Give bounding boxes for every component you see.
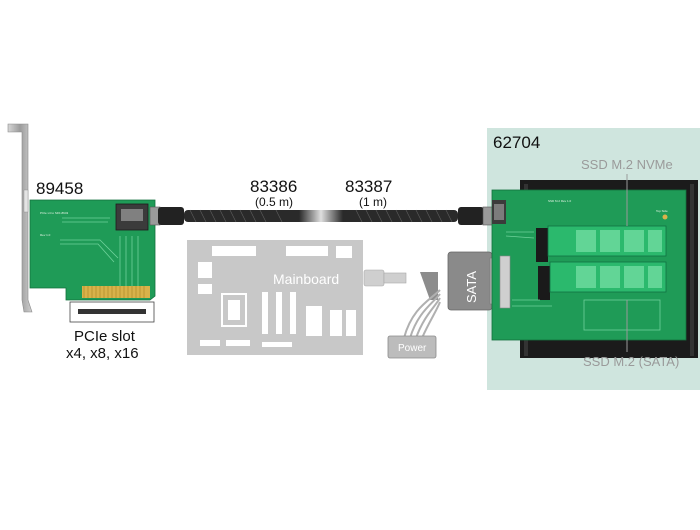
svg-text:PCIe x4 to SFF-8643: PCIe x4 to SFF-8643 (40, 211, 69, 215)
label-enclosure: 62704 (493, 133, 540, 152)
cable-plug-left (158, 207, 184, 225)
ssd-enclosure: SSD M.2 Rev 1.0 Top Side (491, 180, 698, 358)
pcie-bracket (7, 123, 33, 313)
power-splitter: Power (387, 272, 441, 359)
power-connector (387, 335, 437, 359)
mainboard-cable-stub (363, 269, 407, 287)
sata-ssd-module (549, 261, 667, 293)
mainboard-label: Mainboard (273, 271, 339, 287)
label-ssd-nvme: SSD M.2 NVMe (581, 157, 673, 172)
sff-cable (149, 206, 498, 226)
label-cable-short: 83386 (250, 177, 297, 196)
cable-plug-right (458, 207, 484, 225)
cable-braid (184, 210, 458, 222)
pcie-adapter-card: PCIe x4 to SFF-8643 Rev 1.0 (7, 123, 156, 323)
label-ssd-sata: SSD M.2 (SATA) (583, 354, 679, 369)
nvme-ssd-module (547, 225, 667, 257)
label-pcie-card: 89458 (36, 179, 83, 198)
label-cable-short-length: (0.5 m) (255, 195, 293, 209)
svg-text:SSD M.2 Rev 1.0: SSD M.2 Rev 1.0 (548, 199, 572, 203)
sata-label: SATA (464, 271, 479, 303)
power-label: Power (398, 343, 427, 354)
pcie-slot (69, 301, 155, 323)
svg-text:Rev 1.0: Rev 1.0 (40, 233, 51, 237)
label-pcie-slot-line2: x4, x8, x16 (66, 345, 139, 362)
pcie-gold-fingers (82, 286, 150, 298)
enclosure-top-side-label: Top Side (656, 209, 668, 213)
mainboard: Mainboard (187, 240, 363, 355)
label-cable-long-length: (1 m) (359, 195, 387, 209)
label-pcie-slot-line1: PCIe slot (74, 328, 136, 345)
sata-connector: SATA (447, 251, 499, 311)
label-cable-long: 83387 (345, 177, 392, 196)
